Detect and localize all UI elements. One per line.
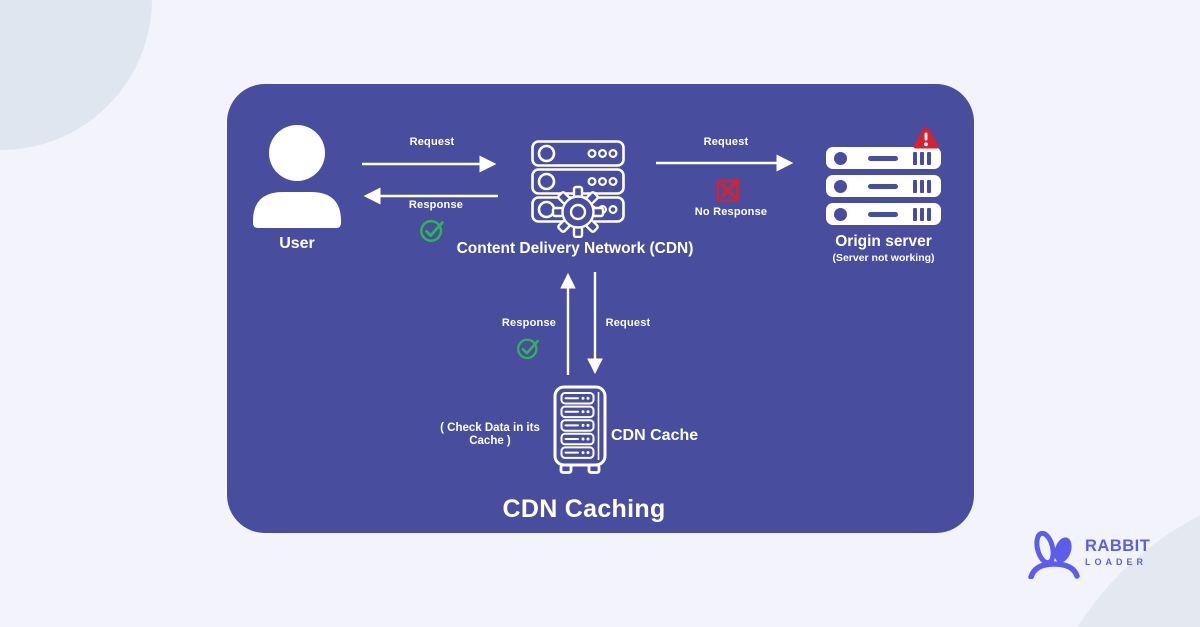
server-slot xyxy=(868,155,898,161)
server-unit xyxy=(826,175,941,197)
brand-name: RABBIT xyxy=(1085,537,1151,555)
edge-label-request-cdn-cache: Request xyxy=(605,317,651,329)
cache-note-line1: ( Check Data in its xyxy=(440,422,540,434)
user-label: User xyxy=(279,235,315,252)
server-led xyxy=(834,179,847,193)
diagram-title: CDN Caching xyxy=(502,495,666,523)
server-led xyxy=(834,151,847,165)
decorative-circle-top-left xyxy=(0,0,152,150)
cdn-label: Content Delivery Network (CDN) xyxy=(456,240,694,257)
server-unit xyxy=(826,147,941,169)
server-slot xyxy=(868,183,898,189)
server-vents xyxy=(913,151,931,165)
edge-label-response-cache-cdn: Response xyxy=(501,317,557,329)
success-check-icon xyxy=(517,338,539,360)
edge-label-request-cdn-origin: Request xyxy=(703,136,749,148)
origin-server-node: Origin server (Server not working) xyxy=(826,125,941,264)
user-icon xyxy=(253,125,341,228)
origin-server-label: Origin server xyxy=(835,233,932,250)
cdn-cache-icon xyxy=(553,385,607,474)
rabbitloader-logo: RABBIT LOADER xyxy=(1028,531,1150,579)
success-check-icon xyxy=(420,219,444,242)
cache-note: ( Check Data in its Cache ) xyxy=(435,422,545,448)
edge-label-request-user-cdn: Request xyxy=(409,136,455,148)
no-response-label: No Response xyxy=(694,206,768,218)
cache-note-line2: Cache ) xyxy=(469,435,511,448)
warning-icon xyxy=(913,127,939,149)
server-slot xyxy=(868,211,898,217)
origin-server-icon xyxy=(826,125,941,225)
origin-server-status: (Server not working) xyxy=(832,252,935,264)
server-vents xyxy=(913,207,931,221)
gear-icon xyxy=(551,185,605,238)
server-led xyxy=(834,207,847,221)
no-response-icon xyxy=(716,178,740,202)
cdn-servers-icon xyxy=(531,140,625,238)
cache-label: CDN Cache xyxy=(611,427,699,444)
brand-subname: LOADER xyxy=(1085,556,1147,567)
server-vents xyxy=(913,179,931,193)
brand-text: RABBIT LOADER xyxy=(1085,531,1150,567)
server-unit xyxy=(826,203,941,225)
edge-label-response-cdn-user: Response xyxy=(408,199,464,211)
diagram-card: User Request Response xyxy=(227,84,974,533)
rabbit-icon xyxy=(1028,531,1080,579)
